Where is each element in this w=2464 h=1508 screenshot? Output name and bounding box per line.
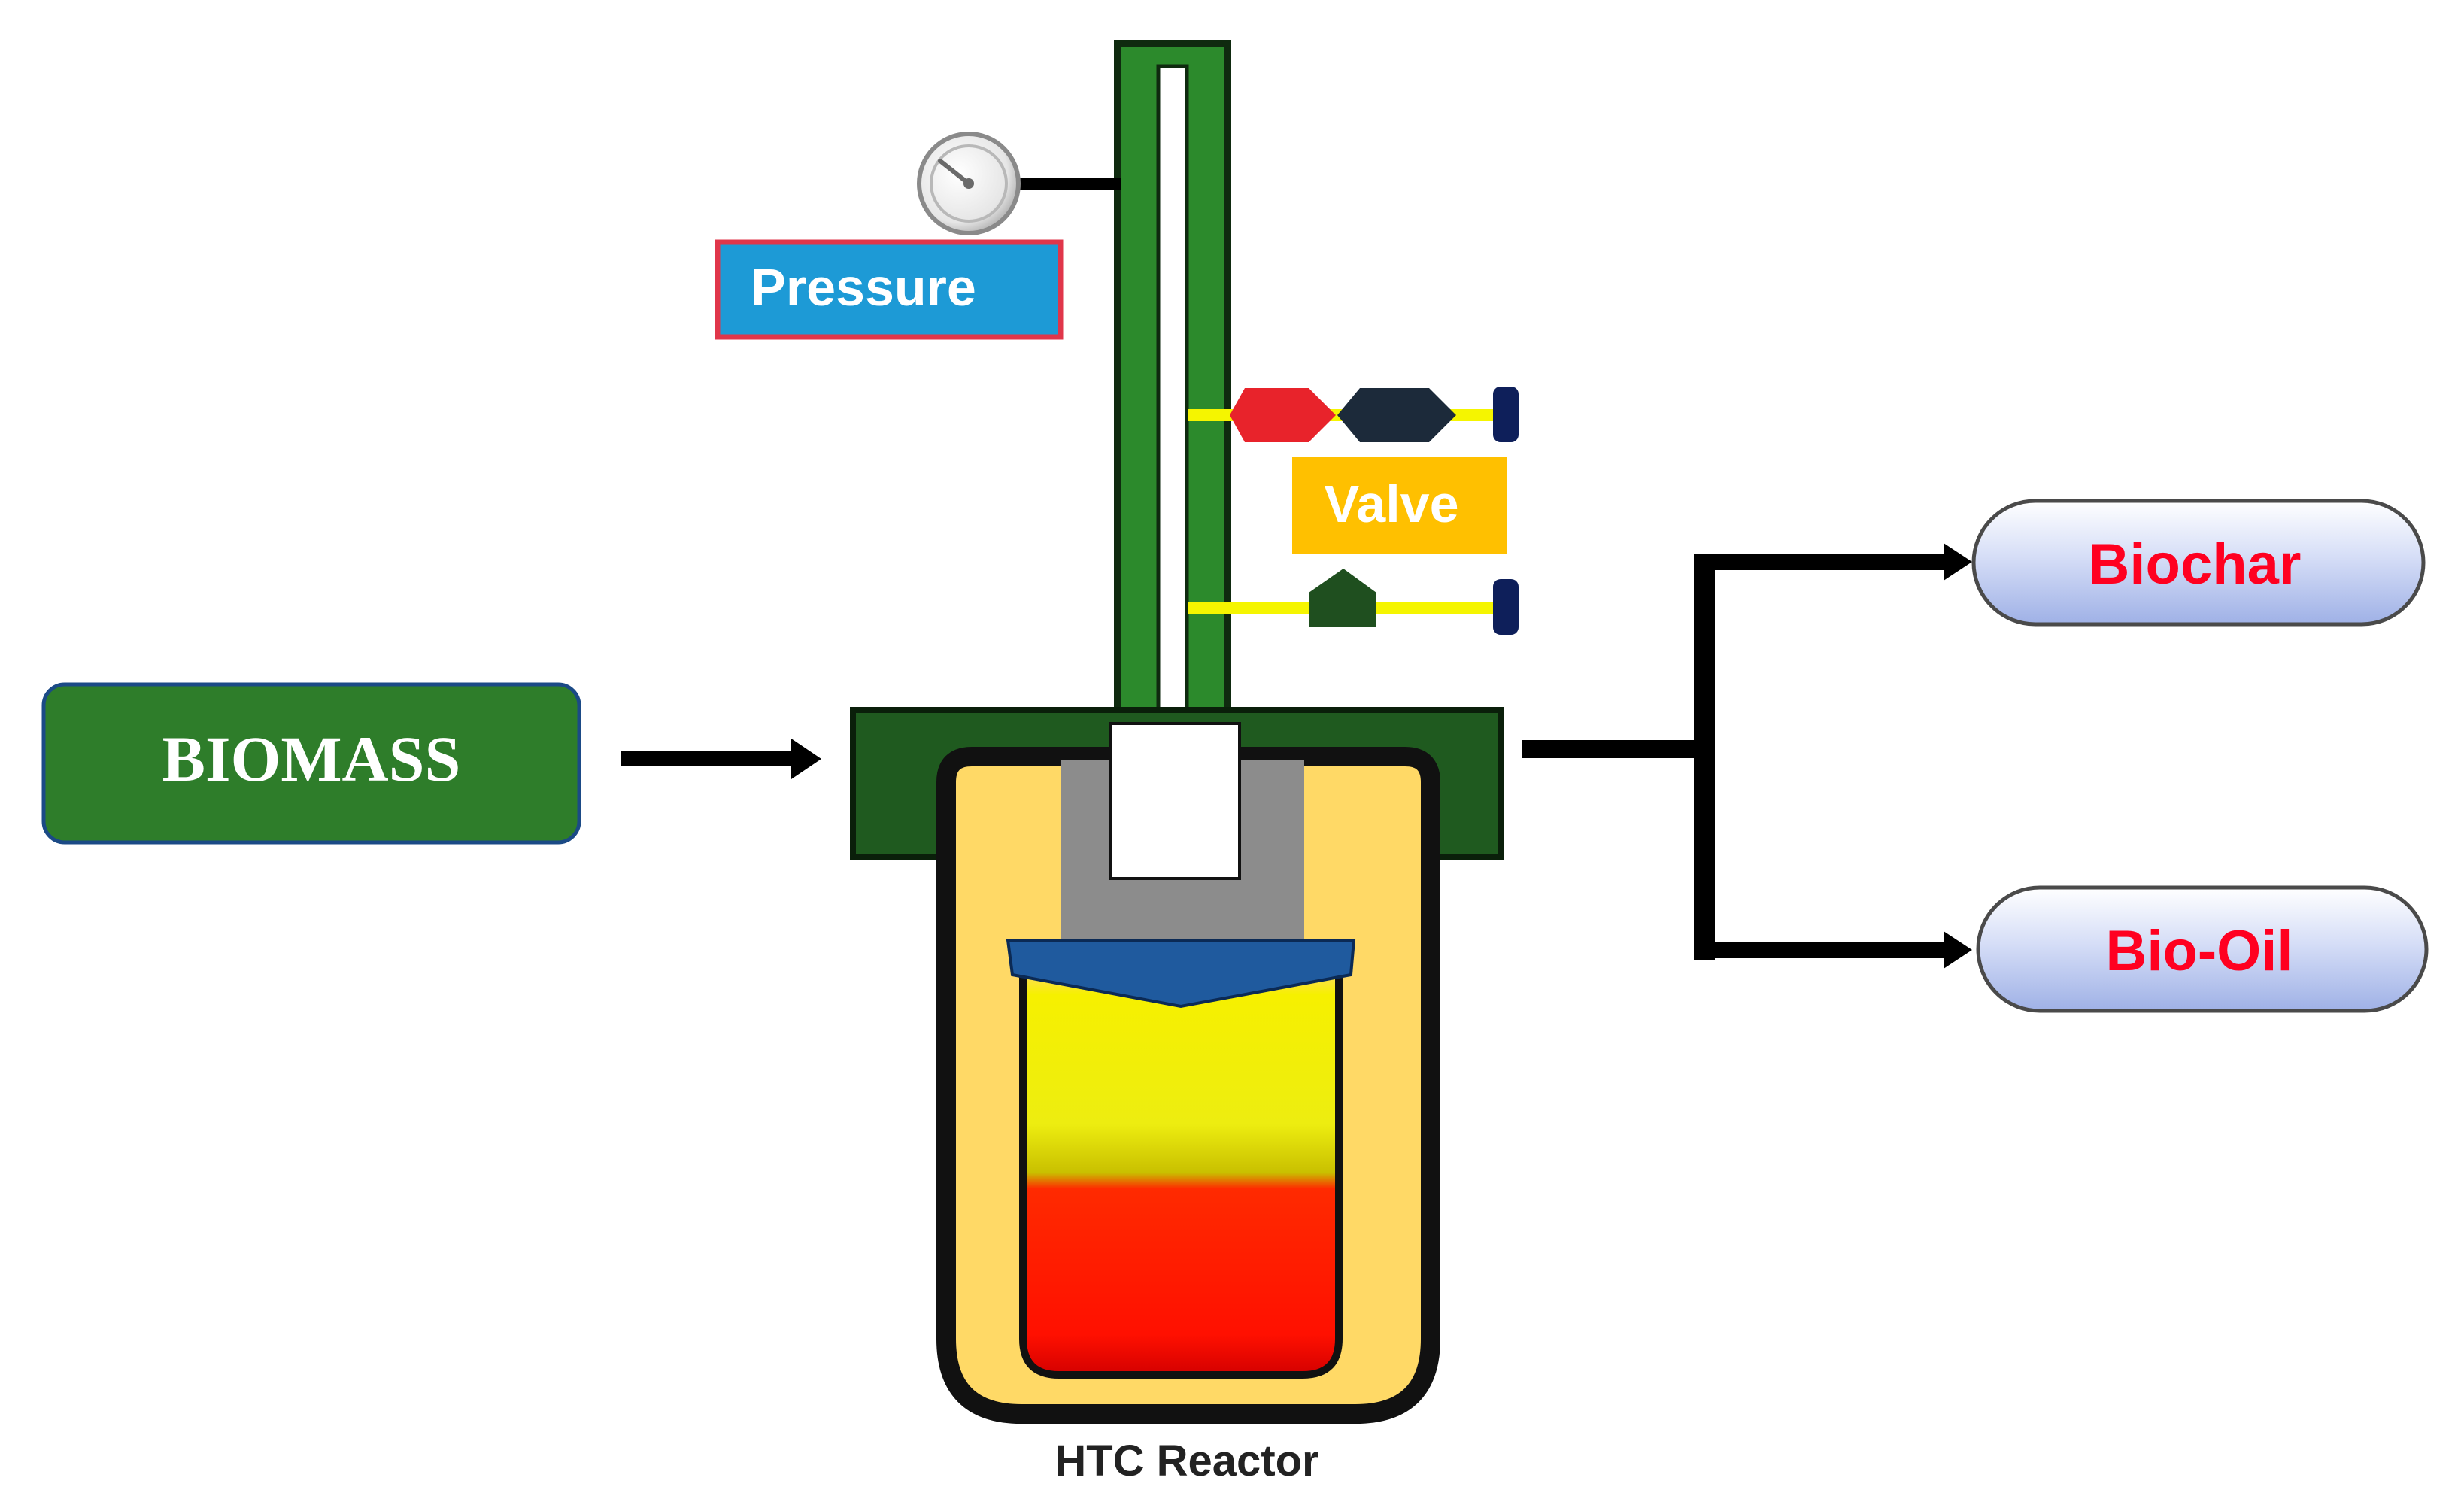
valve-top-icon [1188, 387, 1519, 442]
bio-oil-label: Bio-Oil [2105, 919, 2293, 983]
pressure-label-box: Pressure [715, 239, 1064, 340]
pressure-stem [1114, 40, 1231, 745]
stem-bottom [1109, 722, 1241, 880]
valve-bottom-icon [1188, 569, 1519, 635]
output-branch [1522, 543, 1972, 969]
biochar-label: Biochar [2089, 533, 2302, 596]
biochar-box: Biochar [1971, 499, 2426, 627]
pressure-label: Pressure [751, 258, 976, 317]
biomass-box: BIOMASS [41, 682, 581, 845]
valve-label-box: Valve [1292, 457, 1507, 554]
bio-oil-box: Bio-Oil [1976, 885, 2429, 1013]
reactor-label: HTC Reactor [1054, 1437, 1318, 1485]
htc-reactor [850, 707, 1504, 1424]
biomass-label: BIOMASS [162, 723, 461, 795]
reactor-blue-lid [1006, 939, 1356, 1009]
gauge-connector [1019, 178, 1121, 190]
reactor-liquid [1019, 966, 1343, 1379]
pressure-gauge-icon [917, 132, 1021, 235]
feed-arrow [621, 739, 821, 779]
valve-label: Valve [1324, 475, 1458, 533]
